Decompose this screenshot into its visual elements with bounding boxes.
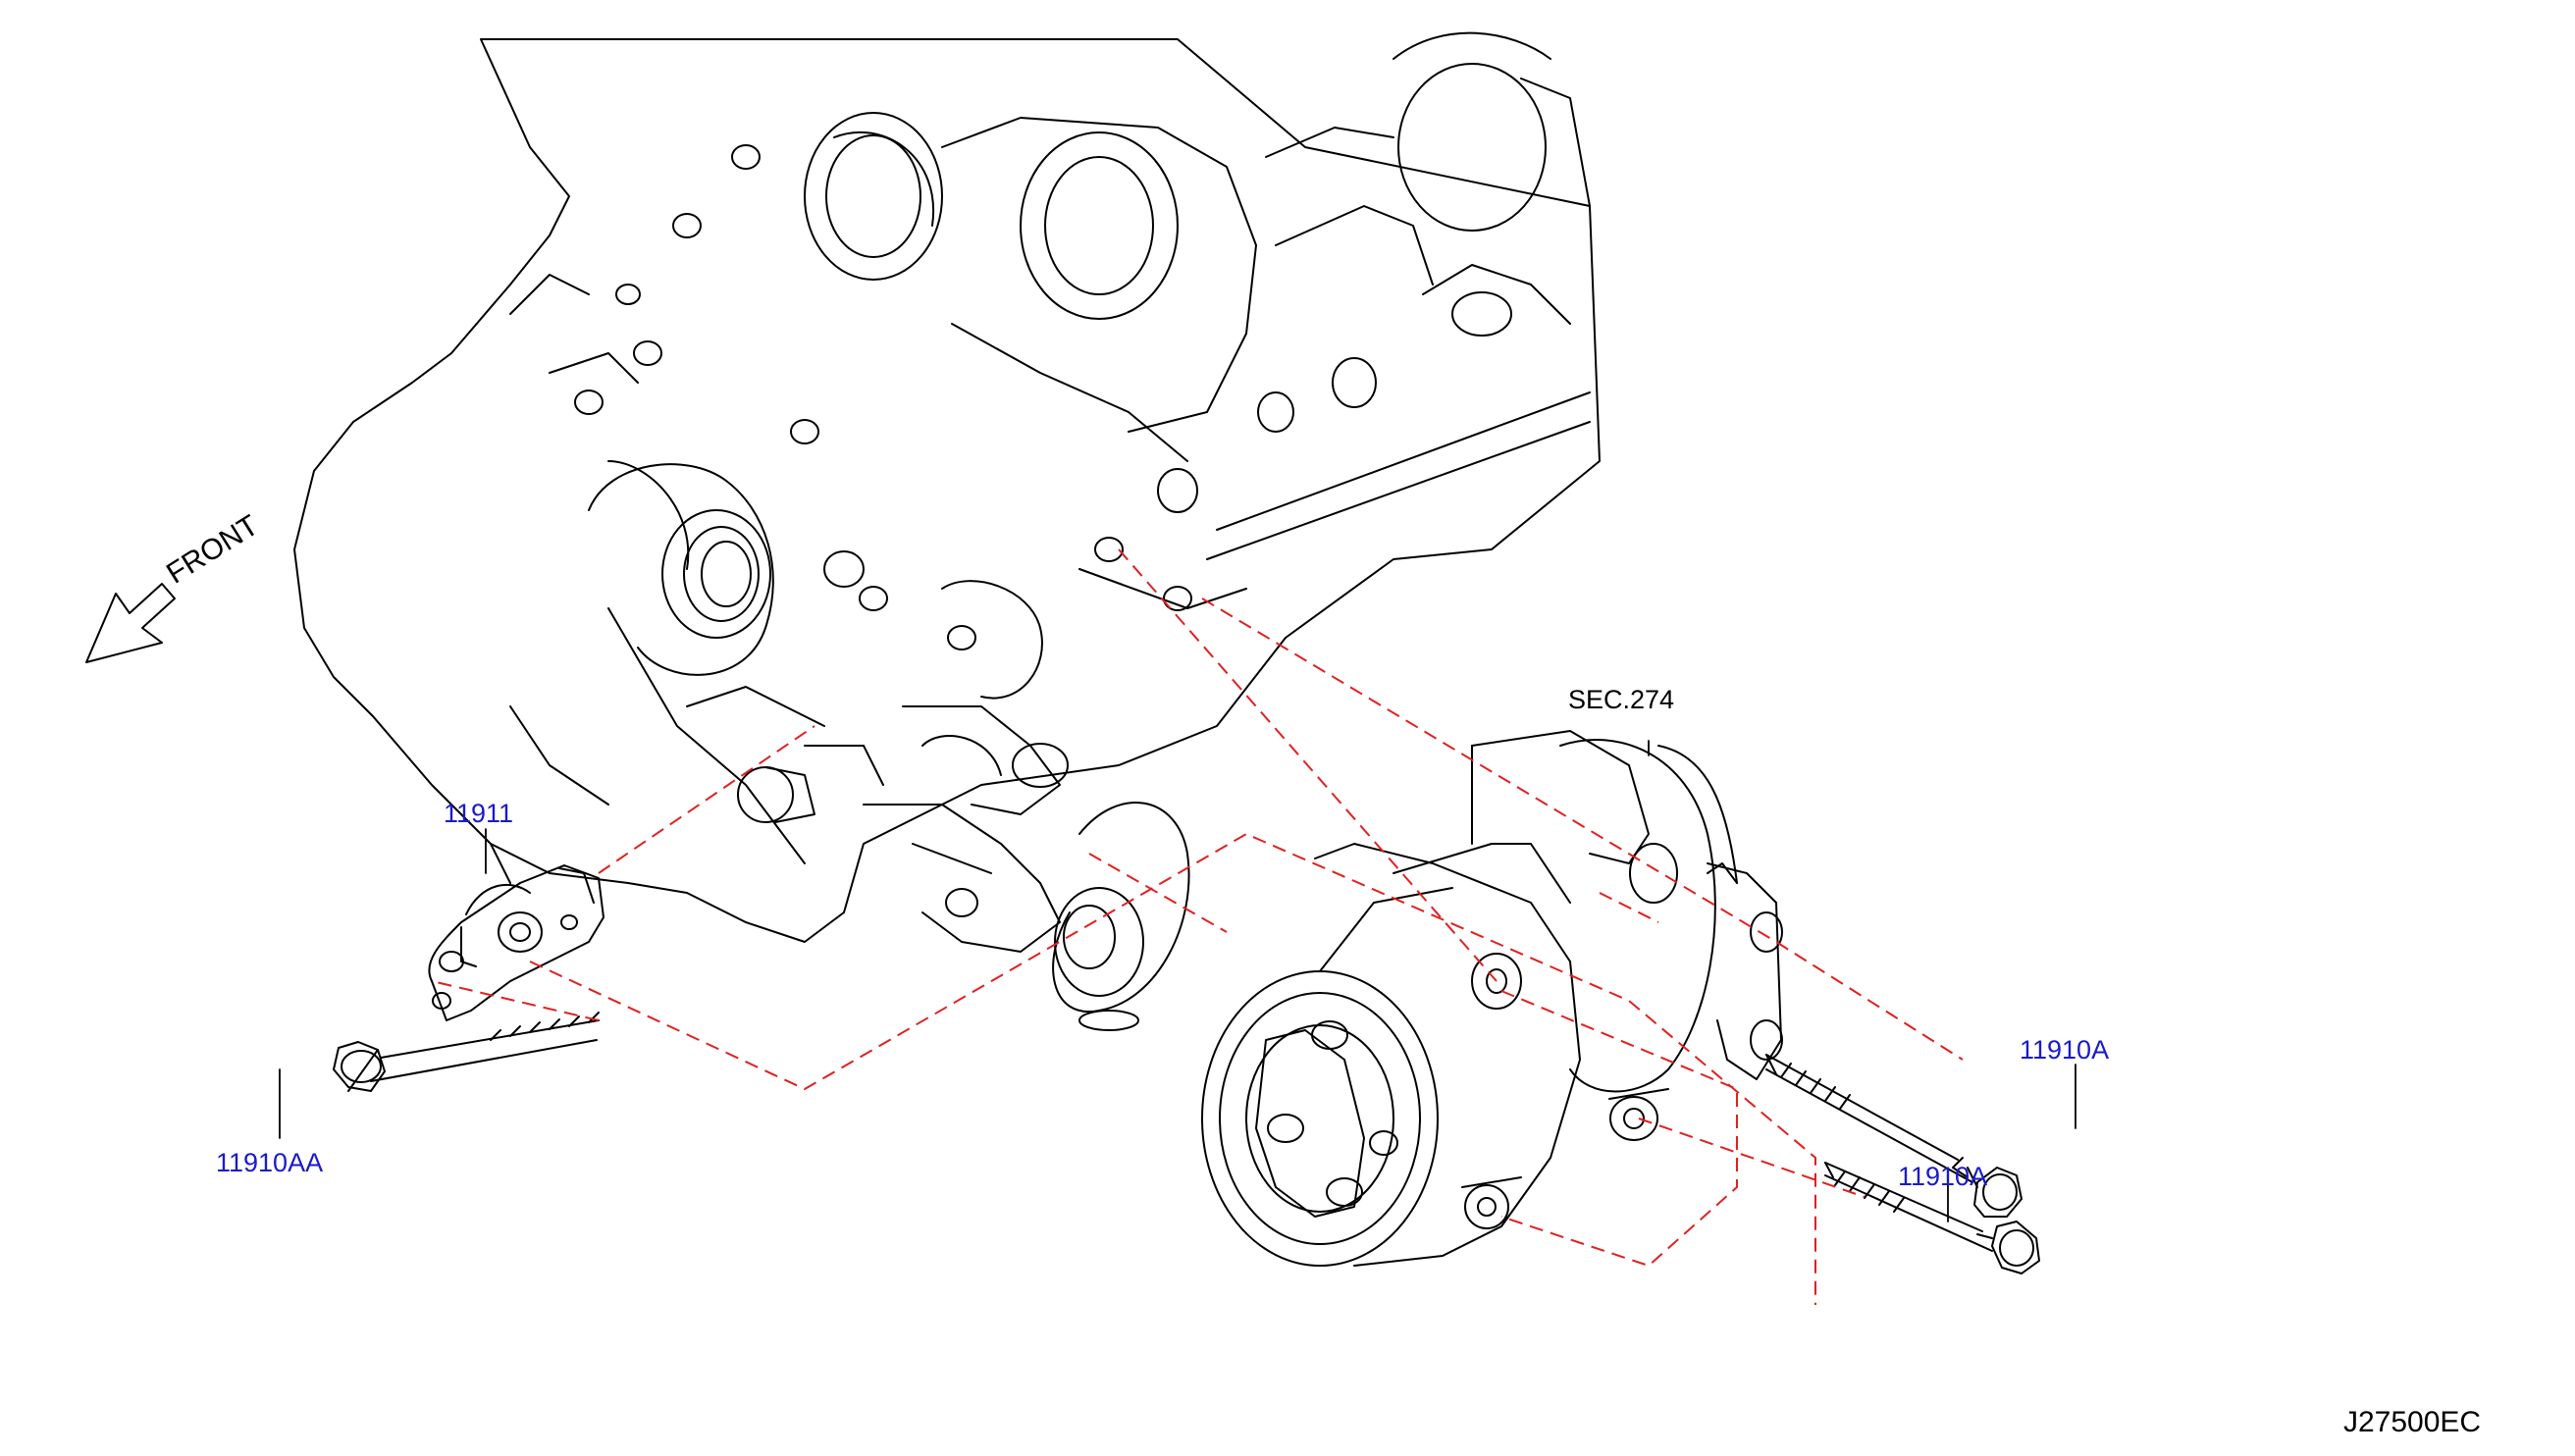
dashed-guide-lines (431, 548, 1964, 1305)
leader-lines (279, 740, 2076, 1222)
front-arrow-icon (85, 583, 176, 663)
drawing-code: J27500EC (2343, 1406, 2482, 1438)
section-reference-label[interactable]: SEC.274 (1568, 685, 1675, 714)
bracket-11911 (428, 864, 604, 1021)
bolt-11910aa (333, 1012, 600, 1092)
bolt-11910a-upper (1765, 1054, 2023, 1218)
engine-block (293, 31, 1601, 1031)
part-number-11910a-lower[interactable]: 11910A (1898, 1162, 1988, 1191)
part-number-11910a-upper[interactable]: 11910A (2020, 1035, 2110, 1065)
part-number-11911[interactable]: 11911 (444, 799, 514, 828)
part-number-11910aa[interactable]: 11910AA (216, 1148, 324, 1177)
bolt-11910a-lower (1824, 1162, 2040, 1274)
ac-compressor (1201, 730, 1783, 1267)
